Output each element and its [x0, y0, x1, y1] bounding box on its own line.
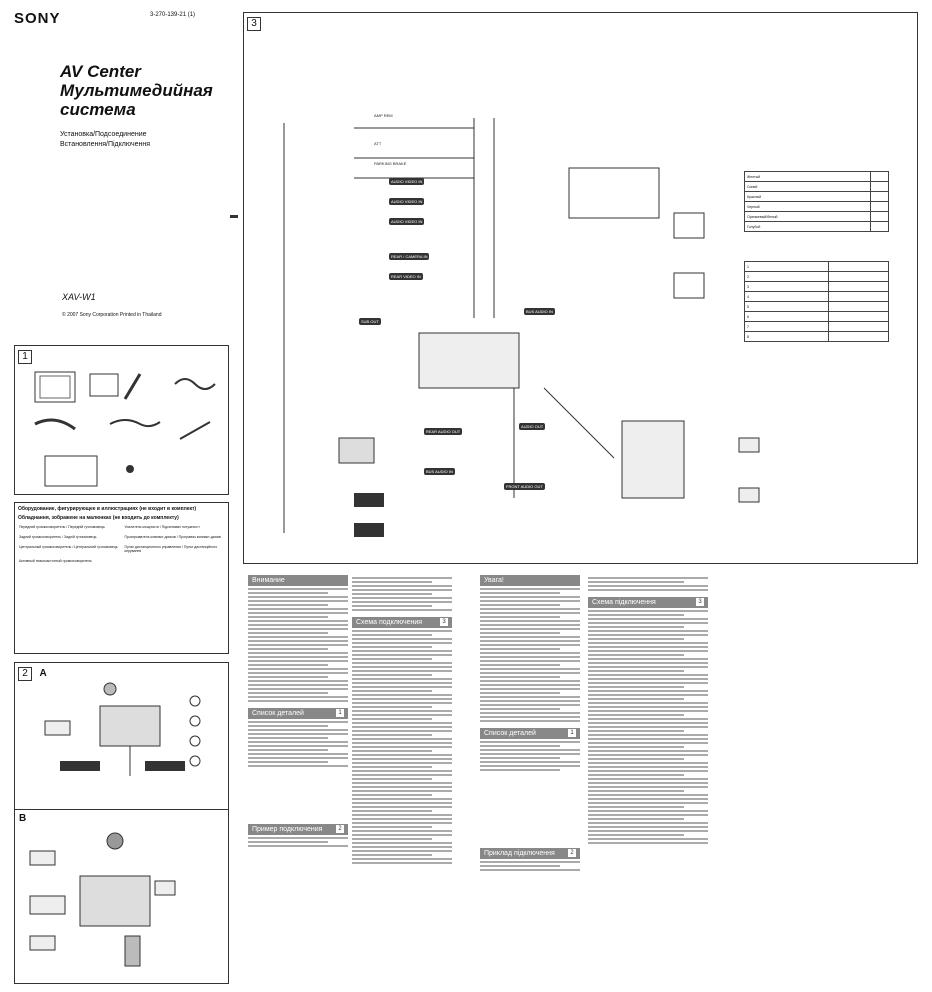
connector-label: SUB OUT	[359, 318, 381, 325]
section-header-text: Список деталей	[484, 730, 536, 737]
connector-label: AUDIO VIDEO IN	[389, 198, 425, 205]
title-en: AV Center	[60, 62, 141, 81]
section-header-number: 3	[440, 618, 448, 626]
section-header-text: Пример подключения	[252, 826, 323, 833]
text-column-3: Увага! Список деталей 1 Приклад підключен…	[480, 575, 580, 873]
text-column-4: Схема підключення 3	[588, 575, 708, 846]
connector-label: REAR VIDEO IN	[389, 273, 423, 280]
equipment-item: Центральный громкоговоритель / Центральн…	[19, 545, 118, 549]
table-cell: Черный	[743, 201, 872, 212]
equipment-item: Передний громкоговоритель / Передній гуч…	[19, 525, 105, 529]
copyright: © 2007 Sony Corporation Printed in Thail…	[62, 312, 162, 318]
section-header-text: Схема підключення	[592, 599, 656, 606]
section-number: 3	[247, 17, 261, 31]
section-header: Увага!	[480, 575, 580, 586]
wire-label: AMP REM	[374, 113, 393, 118]
page-title: AV Center Мультимедийная система	[60, 62, 213, 119]
equipment-item: Усилитель мощности / Підсилювач потужнос…	[124, 525, 200, 529]
section-header-text: Список деталей	[252, 710, 304, 717]
equipment-item: Пульт дистанционного управления / Пульт …	[124, 545, 218, 553]
text-column-1: Внимание Список деталей 1 Пример подключе…	[248, 575, 348, 849]
parts-illustration	[34, 371, 216, 487]
section-header-number: 1	[336, 709, 344, 717]
equipment-box: Оборудование, фигурирующее в иллюстрация…	[14, 502, 229, 654]
section-header-number: 1	[568, 729, 576, 737]
wire-color-table: Желтый Синий Красный Черный Оранжевый/бе…	[743, 171, 889, 232]
table-cell: Голубой	[743, 221, 872, 232]
example-b-diagram	[29, 832, 176, 967]
section-header-text: Схема подключения	[356, 619, 423, 626]
connector-label: BUS AUDIO IN	[524, 308, 555, 315]
section-header-number: 3	[696, 598, 704, 606]
wire-label: PARKING BRAKE	[374, 161, 407, 166]
brand-logo: SONY	[14, 10, 61, 27]
table-cell: Желтый	[743, 171, 872, 182]
variant-a-label: A	[39, 668, 47, 679]
section-header-text: Увага!	[484, 577, 504, 584]
connector-label: REAR / CAMERA IN	[389, 253, 430, 260]
equipment-item: Задний громкоговоритель / Задній гучномо…	[19, 535, 97, 539]
section-number: 1	[18, 350, 32, 364]
fold-mark	[230, 215, 238, 218]
section-header: Приклад підключення 2	[480, 848, 580, 859]
title-ru-1: Мультимедийная	[60, 81, 213, 100]
part-number: 3-270-139-21 (1)	[150, 12, 196, 18]
section-header: Схема подключения 3	[352, 617, 452, 628]
table-cell: Оранжевый/белый	[743, 211, 872, 222]
section-header-number: 2	[568, 849, 576, 857]
section-2-example-b: B	[14, 808, 229, 984]
connector-label: AUDIO OUT	[519, 423, 546, 430]
connector-label: FRONT AUDIO OUT	[504, 483, 545, 490]
equipment-title-ru: Оборудование, фигурирующее в иллюстрация…	[18, 506, 197, 512]
subtitle: Установка/Подсоединение Встановлення/Під…	[60, 130, 150, 150]
subtitle-ru: Установка/Подсоединение	[60, 131, 147, 138]
section-header: Список деталей 1	[480, 728, 580, 739]
section-header: Пример подключения 2	[248, 824, 348, 835]
connector-label: AUDIO VIDEO IN	[389, 178, 425, 185]
section-header-text: Приклад підключення	[484, 850, 555, 857]
section-header-number: 2	[336, 825, 344, 833]
section-1-parts: 1	[14, 345, 229, 495]
wire-label: ATT	[374, 141, 382, 146]
subtitle-ua: Встановлення/Підключення	[60, 141, 151, 148]
variant-b-label: B	[19, 813, 27, 824]
model-name: XAV-W1	[62, 292, 96, 302]
section-2-example-a: 2 A	[14, 662, 229, 810]
connector-label: REAR AUDIO OUT	[424, 428, 463, 435]
equipment-item: Проигрыватель компакт-дисков / Програвач…	[124, 535, 221, 539]
section-header: Схема підключення 3	[588, 597, 708, 608]
section-header: Внимание	[248, 575, 348, 586]
section-header-text: Внимание	[252, 577, 285, 584]
section-number: 2	[18, 667, 32, 681]
table-cell: Синий	[743, 181, 872, 192]
connector-label: BUS AUDIO IN	[424, 468, 455, 475]
title-ru-2: система	[60, 100, 136, 119]
equipment-item: Активный низкочастотный громкоговоритель	[19, 559, 92, 563]
text-column-2: Схема подключения 3	[352, 575, 452, 866]
wiring-diagram	[283, 118, 760, 537]
connector-label: AUDIO VIDEO IN	[389, 218, 425, 225]
equipment-title-ua: Обладнання, зображене на малюнках (не вх…	[18, 515, 179, 521]
example-a-diagram	[44, 682, 201, 776]
section-3-wiring-diagram: 3 AUDIO VIDEO IN AUDIO VIDEO IN AUDIO VI…	[243, 12, 918, 564]
table-cell: Красный	[743, 191, 872, 202]
section-header: Список деталей 1	[248, 708, 348, 719]
